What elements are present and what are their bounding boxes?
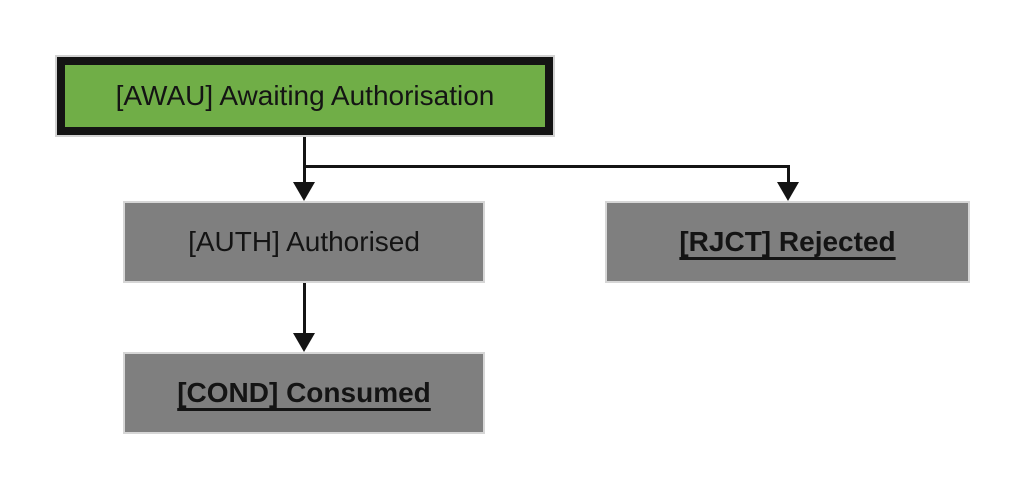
node-auth-label: [AUTH] Authorised <box>188 225 420 257</box>
connector-branch-horizontal <box>303 165 790 168</box>
node-cond-consumed: [COND] Consumed <box>123 352 485 434</box>
node-cond-label: [COND] Consumed <box>177 376 431 408</box>
arrowhead-to-rjct-icon <box>777 182 799 201</box>
node-rjct-label: [RJCT] Rejected <box>679 225 896 257</box>
node-rjct-rejected: [RJCT] Rejected <box>605 201 970 283</box>
connector-rjct-drop <box>787 165 790 183</box>
connector-awau-stem <box>303 135 306 183</box>
connector-auth-cond <box>303 283 306 333</box>
arrowhead-to-cond-icon <box>293 333 315 352</box>
node-awau-label: [AWAU] Awaiting Authorisation <box>115 79 495 111</box>
arrowhead-to-auth-icon <box>293 182 315 201</box>
node-auth-authorised: [AUTH] Authorised <box>123 201 485 283</box>
node-awau-awaiting-authorisation: [AWAU] Awaiting Authorisation <box>57 57 553 135</box>
